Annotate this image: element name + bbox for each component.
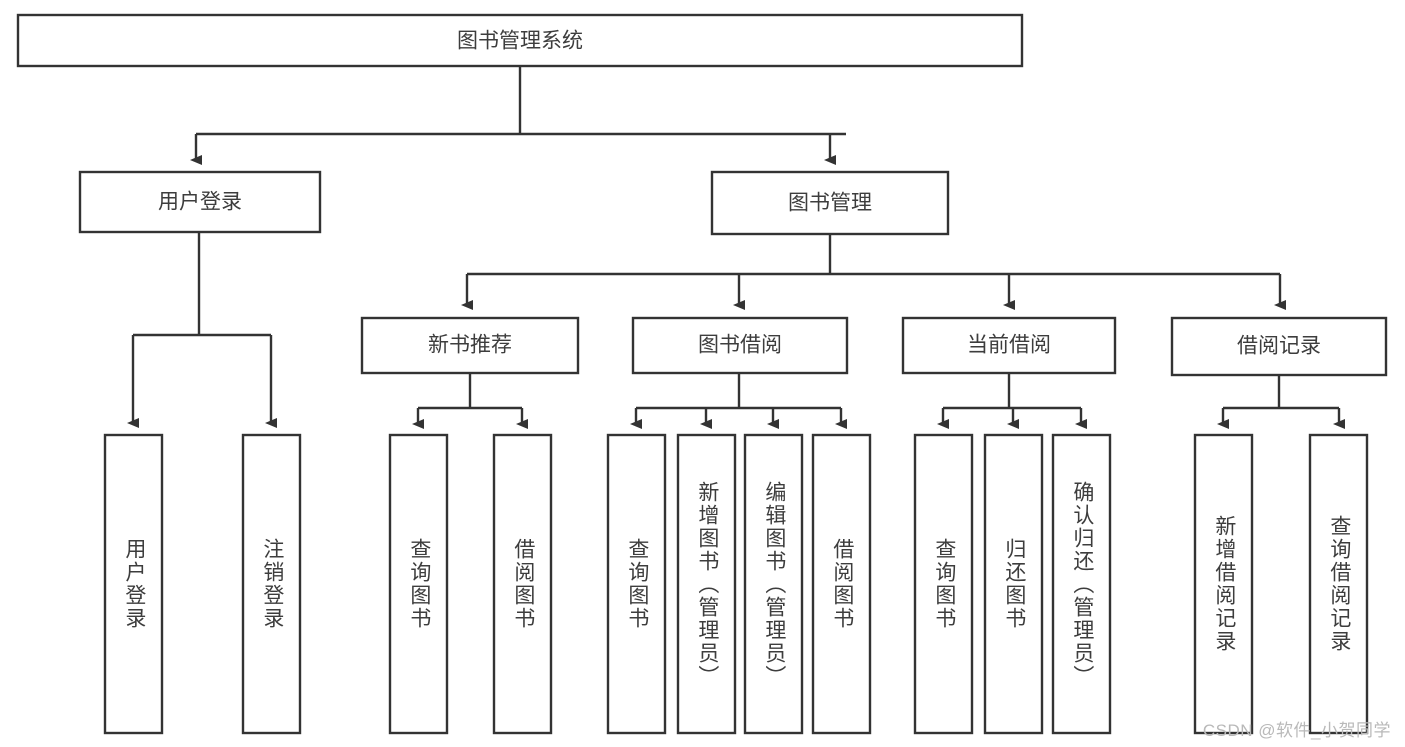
- leaf-box-cb-query-book[interactable]: [913, 433, 974, 735]
- leaf-box-logout[interactable]: [241, 433, 302, 735]
- leaf-box-br-add-record[interactable]: [1193, 433, 1254, 735]
- connector-new-book-to-leaves: [412, 373, 528, 429]
- leaf-box-bb-edit-book[interactable]: [743, 433, 804, 735]
- node-borrow-record-label: 借阅记录: [1237, 335, 1321, 358]
- node-book-borrow[interactable]: 图书借阅: [631, 316, 849, 375]
- node-user-login-label: 用户登录: [158, 191, 242, 214]
- leaf-box-user-login[interactable]: [103, 433, 164, 735]
- node-new-book-recommend[interactable]: 新书推荐: [360, 316, 580, 375]
- node-current-borrow-label: 当前借阅: [967, 334, 1051, 357]
- node-book-borrow-label: 图书借阅: [698, 334, 782, 357]
- connector-book-mgmt-to-level2: [461, 234, 1286, 310]
- connector-borrow-record-to-leaves: [1217, 375, 1345, 429]
- node-book-management[interactable]: 图书管理: [710, 170, 950, 236]
- connector-user-login-to-leaves: [127, 232, 277, 428]
- node-current-borrow[interactable]: 当前借阅: [901, 316, 1117, 375]
- leaf-box-bb-query-book[interactable]: [606, 433, 667, 735]
- node-new-book-recommend-label: 新书推荐: [428, 334, 512, 357]
- node-root-system[interactable]: 图书管理系统: [16, 13, 1024, 68]
- leaf-box-nbr-query-book[interactable]: [388, 433, 449, 735]
- leaf-box-bb-borrow-book[interactable]: [811, 433, 872, 735]
- node-book-management-label: 图书管理: [788, 192, 872, 215]
- node-borrow-record[interactable]: 借阅记录: [1170, 316, 1388, 377]
- connector-root-to-level1: [190, 66, 846, 165]
- leaf-box-cb-confirm-return[interactable]: [1051, 433, 1112, 735]
- node-root-system-label: 图书管理系统: [457, 30, 583, 53]
- csdn-watermark: CSDN @软件_小贺同学: [1202, 721, 1391, 740]
- connector-book-borrow-to-leaves: [630, 373, 847, 429]
- leaf-box-nbr-borrow-book[interactable]: [492, 433, 553, 735]
- leaf-box-br-query-record[interactable]: [1308, 433, 1369, 735]
- leaf-box-bb-add-book[interactable]: [676, 433, 737, 735]
- connector-current-borrow-to-leaves: [937, 373, 1087, 429]
- node-user-login[interactable]: 用户登录: [78, 170, 322, 234]
- leaf-box-cb-return-book[interactable]: [983, 433, 1044, 735]
